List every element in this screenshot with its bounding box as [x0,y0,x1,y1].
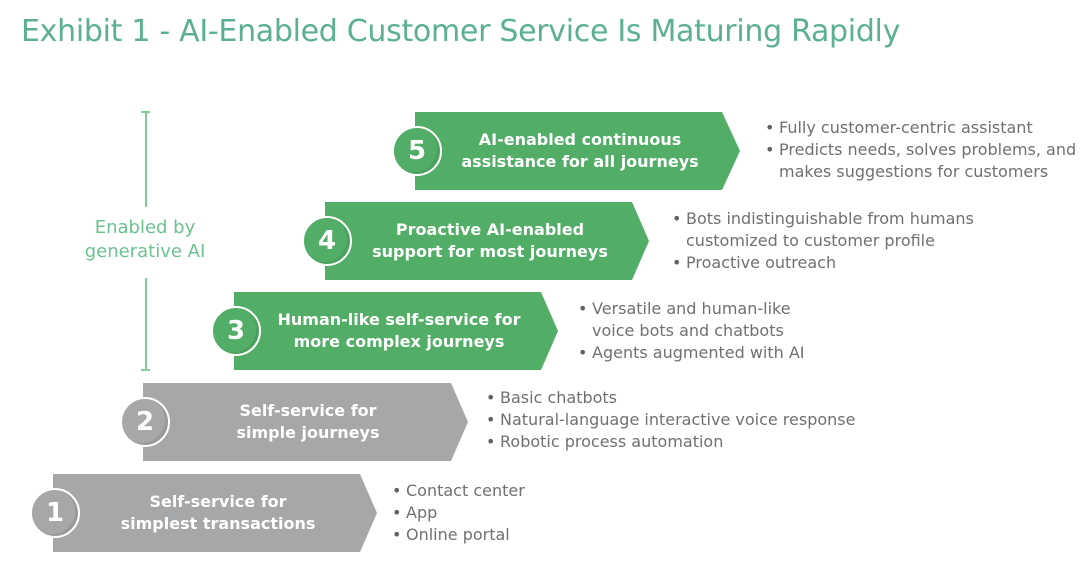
step-5: AI-enabled continuous assistance for all … [392,112,741,190]
bullet-item: Robotic process automation [486,431,855,453]
step-2-label: Self-service for simple journeys [173,383,443,461]
bullet-item-continuation: customized to customer profile [672,230,974,252]
bracket-bottom-cap [141,369,150,371]
step-4-label-line2: support for most journeys [372,242,608,261]
bracket-line-lower [145,278,147,370]
step-4-bullets: Bots indistinguishable from humans custo… [672,208,974,274]
bracket-line-upper [145,111,147,207]
bullet-item: Versatile and human-like [578,298,805,320]
step-5-number-badge: 5 [392,126,442,176]
bullet-item: Agents augmented with AI [578,342,805,364]
step-5-label-line2: assistance for all journeys [461,152,699,171]
step-2-arrow-shape [143,383,468,461]
bullet-item: Basic chatbots [486,387,855,409]
step-4-label: Proactive AI-enabled support for most jou… [355,202,625,280]
step-2-bullets: Basic chatbots Natural-language interact… [486,387,855,453]
step-3-label-line2: more complex journeys [293,332,505,351]
step-1-number-badge: 1 [30,488,80,538]
step-3-label: Human-like self-service for more complex … [264,292,534,370]
bracket-label: Enabled by generative AI [70,216,220,264]
step-1-bullets: Contact center App Online portal [392,480,525,546]
step-5-arrow-shape [415,112,740,190]
step-3: Human-like self-service for more complex … [211,292,560,370]
step-3-label-line1: Human-like self-service for [277,310,521,329]
bullet-item: Contact center [392,480,525,502]
step-2-number-badge: 2 [120,397,170,447]
step-2: Self-service for simple journeys 2 [120,383,469,461]
step-5-label-line1: AI-enabled continuous [478,130,682,149]
step-1-arrow-shape [53,474,377,552]
step-2-label-line2: simple journeys [236,423,380,442]
bullet-continuation-text: voice bots and chatbots [592,321,784,340]
bullet-item: App [392,502,525,524]
step-1-label-line2: simplest transactions [120,514,316,533]
bullet-continuation-text: makes suggestions for customers [779,162,1049,181]
step-5-bullets: Fully customer-centric assistant Predict… [765,117,1076,183]
bullet-item-continuation: voice bots and chatbots [578,320,805,342]
bullet-item: Proactive outreach [672,252,974,274]
step-4-arrow-shape [325,202,649,280]
bullet-item: Online portal [392,524,525,546]
step-4-label-line1: Proactive AI-enabled [395,220,585,239]
exhibit-title: Exhibit 1 - AI-Enabled Customer Service … [21,14,901,49]
step-3-arrow-shape [234,292,558,370]
step-4: Proactive AI-enabled support for most jou… [302,202,651,280]
step-1-label: Self-service for simplest transactions [83,474,353,552]
bullet-item: Natural-language interactive voice respo… [486,409,855,431]
step-5-label: AI-enabled continuous assistance for all … [445,112,715,190]
bracket-label-line2: generative AI [84,241,206,262]
step-3-number-badge: 3 [211,306,261,356]
bullet-continuation-text: customized to customer profile [686,231,935,250]
step-2-label-line1: Self-service for [239,401,377,420]
step-3-bullets: Versatile and human-like voice bots and … [578,298,805,364]
bullet-item: Fully customer-centric assistant [765,117,1076,139]
bullet-item: Bots indistinguishable from humans [672,208,974,230]
step-1: Self-service for simplest transactions 1 [30,474,379,552]
bullet-item-continuation: makes suggestions for customers [765,161,1076,183]
bracket-label-line1: Enabled by [94,217,196,238]
step-4-number-badge: 4 [302,216,352,266]
step-1-label-line1: Self-service for [149,492,287,511]
bullet-item: Predicts needs, solves problems, and [765,139,1076,161]
